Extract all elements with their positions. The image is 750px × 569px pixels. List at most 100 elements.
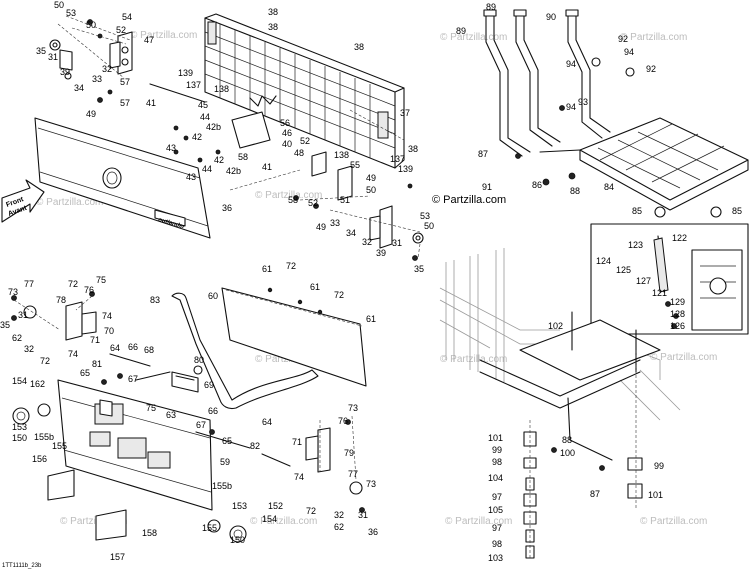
callout: 52 [116,25,126,35]
callout: 34 [74,83,84,93]
callout: 38 [354,42,364,52]
callout: 63 [166,410,176,420]
callout: 71 [90,335,100,345]
callout: 50 [86,20,96,30]
trim-seal [171,292,319,410]
callout: 99 [492,445,502,455]
callout: 73 [348,403,358,413]
callout: 81 [92,359,102,369]
callout: 105 [488,505,503,515]
callout: 75 [146,403,156,413]
callout: 80 [194,355,204,365]
callout: 69 [204,380,214,390]
callout: 122 [672,233,687,243]
callout: 33 [330,218,340,228]
callout: 48 [294,148,304,158]
callout: 33 [92,74,102,84]
callout: 70 [104,326,114,336]
callout: 74 [294,472,304,482]
callout: 45 [198,100,208,110]
linkages [109,353,291,467]
callout: 154 [12,376,27,386]
watermark: © Partzilla.com [440,32,507,43]
callout: 49 [366,173,376,183]
callout: 31 [358,510,368,520]
callout: 157 [110,552,125,562]
callout: 76 [84,285,94,295]
callout: 129 [670,297,685,307]
callout: 82 [250,441,260,451]
callout: 139 [178,68,193,78]
callout: 32 [334,510,344,520]
callout: 61 [366,314,376,324]
callout: 53 [66,8,76,18]
rear-rack-tubes [483,9,611,157]
callout: 155b [212,481,232,491]
callout: 41 [146,98,156,108]
callout: 153 [232,501,247,511]
callout: 32 [362,237,372,247]
callout: 47 [144,35,154,45]
callout: 61 [262,264,272,274]
callout: 41 [262,162,272,172]
callout: 35 [0,320,10,330]
callout: 31 [392,238,402,248]
callout: 94 [566,59,576,69]
callout: 39 [376,248,386,258]
watermark: © Partzilla.com [650,352,717,363]
callout: 79 [344,448,354,458]
callout: 32 [24,344,34,354]
callout: 94 [566,102,576,112]
callout: 57 [120,77,130,87]
callout: 92 [646,64,656,74]
callout: 87 [478,149,488,159]
callout: 42 [214,155,224,165]
callout: 32 [102,64,112,74]
callout: 72 [286,261,296,271]
callout: 86 [532,180,542,190]
callout: 67 [196,420,206,430]
callout: 77 [24,279,34,289]
callout: 66 [128,342,138,352]
watermarks: © Partzilla.com © Partzilla.com © Partzi… [36,30,717,527]
callout: 35 [36,46,46,56]
callout: 50 [424,221,434,231]
callout: 50 [366,185,376,195]
callout: 76 [338,416,348,426]
callout: 44 [200,112,210,122]
callout: 84 [604,182,614,192]
callout: 39 [60,67,70,77]
callout: 88 [562,435,572,445]
rear-bumper-cover [57,379,213,511]
watermark: © Partzilla.com [640,516,707,527]
callout: 137 [186,80,201,90]
callout: 65 [222,436,232,446]
callout: 99 [654,461,664,471]
callout: 64 [262,417,272,427]
callout: 57 [120,98,130,108]
callout: 73 [8,287,18,297]
callout: 87 [590,489,600,499]
callout: 31 [48,52,58,62]
callout: 51 [340,195,350,205]
callout: 94 [624,47,634,57]
callout: 42 [192,132,202,142]
callout: 162 [30,379,45,389]
watermark: © Partzilla.com [620,32,687,43]
watermark: © Partzilla.com [60,516,127,527]
callout: 62 [334,522,344,532]
callout: 89 [486,2,496,12]
front-bumper-panel: outlander [34,117,211,239]
callout: 125 [616,265,631,275]
watermark: © Partzilla.com [130,30,197,41]
callout: 43 [186,172,196,182]
callout: 59 [220,457,230,467]
callout: 88 [570,186,580,196]
watermark: © Partzilla.com [250,516,317,527]
callout: 85 [632,206,642,216]
callout: 74 [102,311,112,321]
callout: 97 [492,523,502,533]
watermark: © Partzilla.com [440,354,507,365]
callout: 100 [560,448,575,458]
